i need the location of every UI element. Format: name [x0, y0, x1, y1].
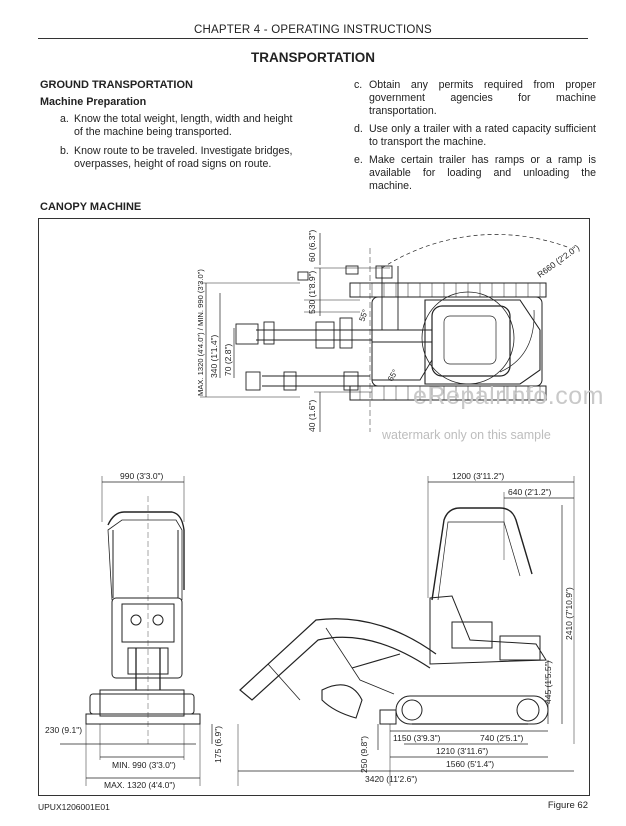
list-item-b: b. Know route to be traveled. Investigat…: [60, 145, 304, 171]
dim-r660: R660 (2'2.0"): [535, 242, 581, 279]
canopy-heading: CANOPY MACHINE: [40, 201, 142, 213]
watermark-brand: eRepairInfo.com: [413, 382, 604, 410]
dim-1150: 1150 (3'9.3"): [393, 733, 441, 743]
dim-250: 250 (9.8"): [359, 736, 369, 773]
dim-min-990: MIN. 990 (3'3.0"): [112, 760, 176, 770]
side-view: [237, 476, 575, 786]
list-item-a: a. Know the total weight, length, width …: [60, 113, 304, 139]
dim-2410: 2410 (7'10.9"): [564, 587, 574, 640]
front-view: [60, 476, 213, 786]
list-item-d: d. Use only a trailer with a rated capac…: [354, 123, 596, 149]
dim-340: 340 (1'1.4"): [209, 334, 219, 378]
prep-subheading: Machine Preparation: [40, 96, 147, 108]
dim-3420: 3420 (11'2.6"): [365, 774, 417, 784]
item-label: d.: [354, 123, 363, 135]
item-text: Make certain trailer has ramps or a ramp…: [369, 154, 596, 192]
dim-60: 60 (6.3"): [307, 230, 317, 262]
angle-65: 65°: [386, 368, 400, 383]
dim-max-min: MAX. 1320 (4'4.0") / MIN. 990 (3'3.0"): [196, 269, 205, 396]
item-text: Obtain any permits required from proper …: [369, 79, 596, 117]
page-title: TRANSPORTATION: [251, 50, 375, 65]
item-text: Know route to be traveled. Investigate b…: [74, 145, 293, 170]
ground-heading: GROUND TRANSPORTATION: [40, 79, 193, 91]
dim-530: 530 (1'8.9"): [307, 270, 317, 314]
item-text: Use only a trailer with a rated capacity…: [369, 123, 596, 148]
dim-445: 445 (1'5.5"): [543, 660, 553, 704]
footer-code: UPUX1206001E01: [38, 802, 110, 812]
dim-1560: 1560 (5'1.4"): [446, 759, 494, 769]
watermark-note: watermark only on this sample: [382, 428, 551, 442]
item-label: a.: [60, 113, 69, 125]
chapter-header: CHAPTER 4 - OPERATING INSTRUCTIONS: [194, 24, 432, 36]
figure-frame: [38, 218, 590, 796]
top-view: [200, 233, 571, 432]
list-item-e: e. Make certain trailer has ramps or a r…: [354, 154, 596, 193]
dim-990-top: 990 (3'3.0"): [120, 471, 164, 481]
dim-1210: 1210 (3'11.6"): [436, 746, 488, 756]
item-text: Know the total weight, length, width and…: [74, 113, 293, 138]
dim-max-1320: MAX. 1320 (4'4.0"): [104, 780, 175, 790]
angle-55: 55°: [357, 308, 370, 322]
list-item-c: c. Obtain any permits required from prop…: [354, 79, 596, 118]
item-label: b.: [60, 145, 69, 157]
dim-1200: 1200 (3'11.2"): [452, 471, 504, 481]
item-label: c.: [354, 79, 363, 91]
dim-640: 640 (2'1.2"): [508, 487, 552, 497]
dim-740: 740 (2'5.1"): [480, 733, 524, 743]
item-label: e.: [354, 154, 363, 166]
dim-40: 40 (1.6"): [307, 400, 317, 432]
figure-label: Figure 62: [547, 800, 588, 811]
dim-175: 175 (6.9"): [213, 726, 223, 763]
dim-70: 70 (2.8"): [223, 344, 233, 376]
dim-230: 230 (9.1"): [45, 725, 82, 735]
header-rule: [38, 38, 588, 39]
